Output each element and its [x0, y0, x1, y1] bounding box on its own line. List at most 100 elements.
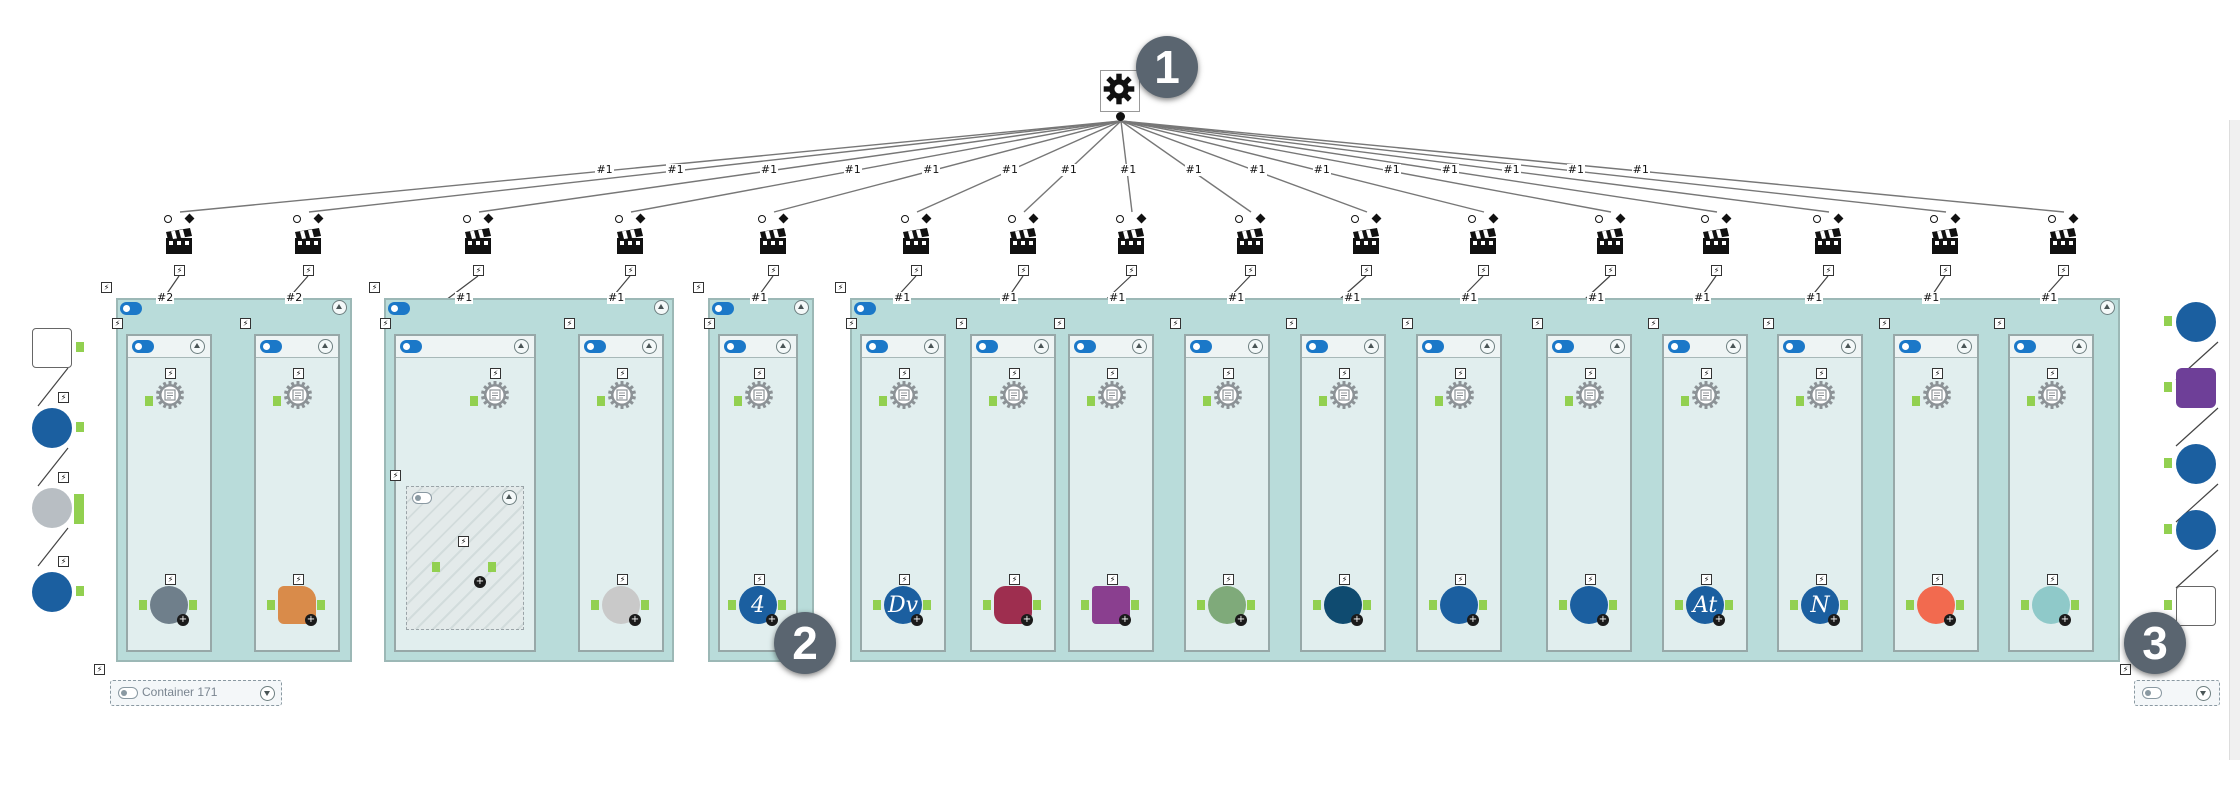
test-tool-icon[interactable]	[744, 380, 782, 418]
tool-container-collapse-icon[interactable]	[776, 339, 791, 354]
tool-event-bolt-icon[interactable]: ⚡	[1339, 574, 1350, 585]
test-tool-icon[interactable]	[999, 380, 1037, 418]
clap-event-bolt-icon[interactable]: ⚡	[911, 265, 922, 276]
tool-container-toggle-icon[interactable]	[1190, 340, 1212, 353]
inner-event-bolt-icon[interactable]: ⚡	[1286, 318, 1297, 329]
clapperboard-icon[interactable]	[615, 228, 645, 256]
tool-container-collapse-icon[interactable]	[190, 339, 205, 354]
tool-event-bolt-icon[interactable]: ⚡	[293, 574, 304, 585]
tool-event-bolt-icon[interactable]: ⚡	[1223, 574, 1234, 585]
container-collapse-icon[interactable]	[794, 300, 809, 315]
tool-container-collapse-icon[interactable]	[642, 339, 657, 354]
tool-event-bolt-icon[interactable]: ⚡	[1455, 368, 1466, 379]
clap-event-bolt-icon[interactable]: ⚡	[1361, 265, 1372, 276]
tool-event-bolt-icon[interactable]: ⚡	[2047, 574, 2058, 585]
add-tool-plus-icon[interactable]: +	[1713, 614, 1725, 626]
tool-event-bolt-icon[interactable]: ⚡	[1816, 368, 1827, 379]
container-toggle-icon[interactable]	[854, 302, 876, 315]
container-collapse-icon[interactable]	[654, 300, 669, 315]
add-tool-plus-icon[interactable]: +	[629, 614, 641, 626]
test-tool-icon[interactable]	[1097, 380, 1135, 418]
collapsed-container-expand-icon[interactable]	[260, 686, 275, 701]
container-toggle-icon[interactable]	[388, 302, 410, 315]
stop-hand-tool-icon[interactable]	[32, 488, 72, 528]
tool-event-bolt-icon[interactable]: ⚡	[1932, 368, 1943, 379]
tool-event-bolt-icon[interactable]: ⚡	[1009, 574, 1020, 585]
tool-container-toggle-icon[interactable]	[1899, 340, 1921, 353]
test-tool-icon[interactable]	[1806, 380, 1844, 418]
inner-event-bolt-icon[interactable]: ⚡	[564, 318, 575, 329]
add-tool-plus-icon[interactable]: +	[1235, 614, 1247, 626]
tool-container-collapse-icon[interactable]	[514, 339, 529, 354]
test-tool-icon[interactable]	[607, 380, 645, 418]
tool-event-bolt-icon[interactable]: ⚡	[617, 368, 628, 379]
inner-event-bolt-icon[interactable]: ⚡	[704, 318, 715, 329]
container-event-bolt-icon[interactable]: ⚡	[693, 282, 704, 293]
test-tool-icon[interactable]	[1922, 380, 1960, 418]
inner-event-bolt-icon[interactable]: ⚡	[1648, 318, 1659, 329]
clap-event-bolt-icon[interactable]: ⚡	[303, 265, 314, 276]
clap-event-bolt-icon[interactable]: ⚡	[1245, 265, 1256, 276]
clapperboard-icon[interactable]	[1008, 228, 1038, 256]
add-tool-plus-icon[interactable]: +	[911, 614, 923, 626]
inner-event-bolt-icon[interactable]: ⚡	[1994, 318, 2005, 329]
tool-event-bolt-icon[interactable]: ⚡	[1107, 368, 1118, 379]
tool-event-bolt-icon[interactable]: ⚡	[165, 574, 176, 585]
test-tool-icon[interactable]	[480, 380, 518, 418]
tool-event-bolt-icon[interactable]: ⚡	[899, 368, 910, 379]
collapsed-container-toggle-icon[interactable]	[2142, 687, 2162, 699]
left-tool-event-bolt-icon[interactable]: ⚡	[58, 472, 69, 483]
clapperboard-icon[interactable]	[1468, 228, 1498, 256]
inner-event-bolt-icon[interactable]: ⚡	[380, 318, 391, 329]
right-event-bolt-icon[interactable]: ⚡	[2120, 664, 2131, 675]
tool-event-bolt-icon[interactable]: ⚡	[1009, 368, 1020, 379]
clapperboard-icon[interactable]	[758, 228, 788, 256]
tool-container-collapse-icon[interactable]	[1841, 339, 1856, 354]
add-tool-plus-icon[interactable]: +	[1021, 614, 1033, 626]
nested-container-toggle-icon[interactable]	[412, 492, 432, 504]
clapperboard-icon[interactable]	[1595, 228, 1625, 256]
tool-event-bolt-icon[interactable]: ⚡	[1932, 574, 1943, 585]
inner-event-bolt-icon[interactable]: ⚡	[240, 318, 251, 329]
test-tool-icon[interactable]	[2037, 380, 2075, 418]
container-event-bolt-icon[interactable]: ⚡	[101, 282, 112, 293]
clap-event-bolt-icon[interactable]: ⚡	[625, 265, 636, 276]
container-collapse-icon[interactable]	[2100, 300, 2115, 315]
tool-event-bolt-icon[interactable]: ⚡	[754, 574, 765, 585]
tool-container-toggle-icon[interactable]	[976, 340, 998, 353]
dna-tool-icon[interactable]	[2176, 368, 2216, 408]
add-tool-plus-icon[interactable]: +	[2059, 614, 2071, 626]
inner-event-bolt-icon[interactable]: ⚡	[956, 318, 967, 329]
tool-container-toggle-icon[interactable]	[724, 340, 746, 353]
tool-container-toggle-icon[interactable]	[132, 340, 154, 353]
clap-event-bolt-icon[interactable]: ⚡	[174, 265, 185, 276]
clapperboard-icon[interactable]	[1701, 228, 1731, 256]
clap-event-bolt-icon[interactable]: ⚡	[768, 265, 779, 276]
tool-event-bolt-icon[interactable]: ⚡	[1223, 368, 1234, 379]
collapsed-container-171[interactable]	[110, 680, 282, 706]
flask-tool-icon[interactable]	[2176, 444, 2216, 484]
test-tool-icon[interactable]	[1691, 380, 1729, 418]
add-tool-plus-icon[interactable]: +	[1597, 614, 1609, 626]
nested-disabled-container[interactable]	[406, 486, 524, 630]
add-tool-plus-icon[interactable]: +	[1467, 614, 1479, 626]
container-toggle-icon[interactable]	[712, 302, 734, 315]
tool-container-collapse-icon[interactable]	[318, 339, 333, 354]
inner-event-bolt-icon[interactable]: ⚡	[1402, 318, 1413, 329]
clapperboard-icon[interactable]	[463, 228, 493, 256]
control-gear-icon[interactable]	[1100, 70, 1140, 112]
clap-event-bolt-icon[interactable]: ⚡	[1823, 265, 1834, 276]
tool-event-bolt-icon[interactable]: ⚡	[1585, 574, 1596, 585]
flask-tool-icon[interactable]	[2176, 302, 2216, 342]
test-tool-icon[interactable]	[1329, 380, 1367, 418]
tool-container-toggle-icon[interactable]	[1783, 340, 1805, 353]
add-tool-plus-icon[interactable]: +	[1944, 614, 1956, 626]
tool-container-collapse-icon[interactable]	[1248, 339, 1263, 354]
tool-container-collapse-icon[interactable]	[2072, 339, 2087, 354]
collapsed-event-bolt-icon[interactable]: ⚡	[94, 664, 105, 675]
check-tool-icon[interactable]	[32, 572, 72, 612]
clap-event-bolt-icon[interactable]: ⚡	[1605, 265, 1616, 276]
tool-container-collapse-icon[interactable]	[1034, 339, 1049, 354]
tool-event-bolt-icon[interactable]: ⚡	[1585, 368, 1596, 379]
clapperboard-icon[interactable]	[1351, 228, 1381, 256]
